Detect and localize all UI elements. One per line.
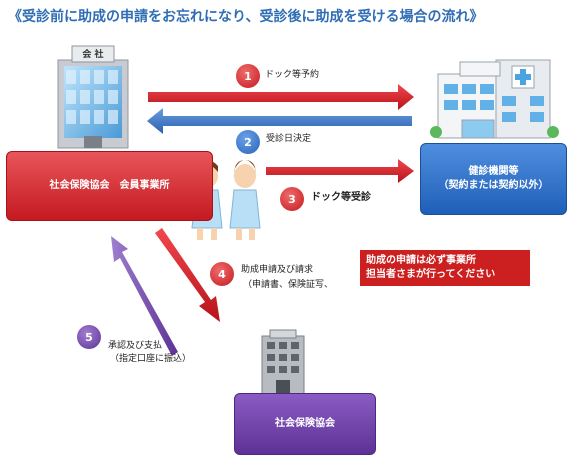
step-4-badge: 4 xyxy=(210,262,234,286)
checkup-institution-label: 健診機関等 xyxy=(468,166,519,177)
social-insurance-association-label: 社会保険協会 xyxy=(275,418,335,429)
arrow-checkup xyxy=(266,159,414,183)
step-3-badge: 3 xyxy=(280,187,304,211)
page-title: 《受診前に助成の申請をお忘れになり、受診後に助成を受ける場合の流れ》 xyxy=(8,9,484,25)
arrow-application xyxy=(155,228,220,322)
step-4-sublabel: （申請書、保険証写、 xyxy=(243,280,334,290)
step-2-badge: 2 xyxy=(236,130,260,154)
checkup-institution-box: 健診機関等 （契約または契約以外） xyxy=(420,143,567,215)
step-2-label: 受診日決定 xyxy=(266,134,312,144)
step-3-label: ドック等受診 xyxy=(311,192,371,203)
arrow-date-decision xyxy=(147,108,412,134)
step-5-sublabel: （指定口座に振込） xyxy=(110,354,192,364)
step-5-badge: 5 xyxy=(77,325,101,349)
social-insurance-association-box: 社会保険協会 xyxy=(234,393,376,455)
application-note-line2: 担当者さまが行ってください xyxy=(366,269,496,280)
application-note-line1: 助成の申請は必ず事業所 xyxy=(366,255,476,266)
application-note-box: 助成の申請は必ず事業所 担当者さまが行ってください xyxy=(360,250,530,286)
member-office-box: 社会保険協会 会員事業所 xyxy=(6,151,213,221)
arrow-payment xyxy=(111,236,178,356)
company-sign: 会 社 xyxy=(82,50,104,60)
member-office-label: 社会保険協会 会員事業所 xyxy=(49,180,170,191)
company-building-icon xyxy=(57,45,129,149)
step-4-label: 助成申請及び請求 xyxy=(241,265,314,275)
step-1-badge: 1 xyxy=(236,64,260,88)
step-5-label: 承認及び支払 xyxy=(108,341,163,351)
hospital-icon xyxy=(430,59,559,139)
step-1-label: ドック等予約 xyxy=(265,70,320,80)
arrow-reservation xyxy=(148,84,414,110)
checkup-institution-sublabel: （契約または契約以外） xyxy=(438,180,549,191)
office-building-icon xyxy=(261,329,305,395)
